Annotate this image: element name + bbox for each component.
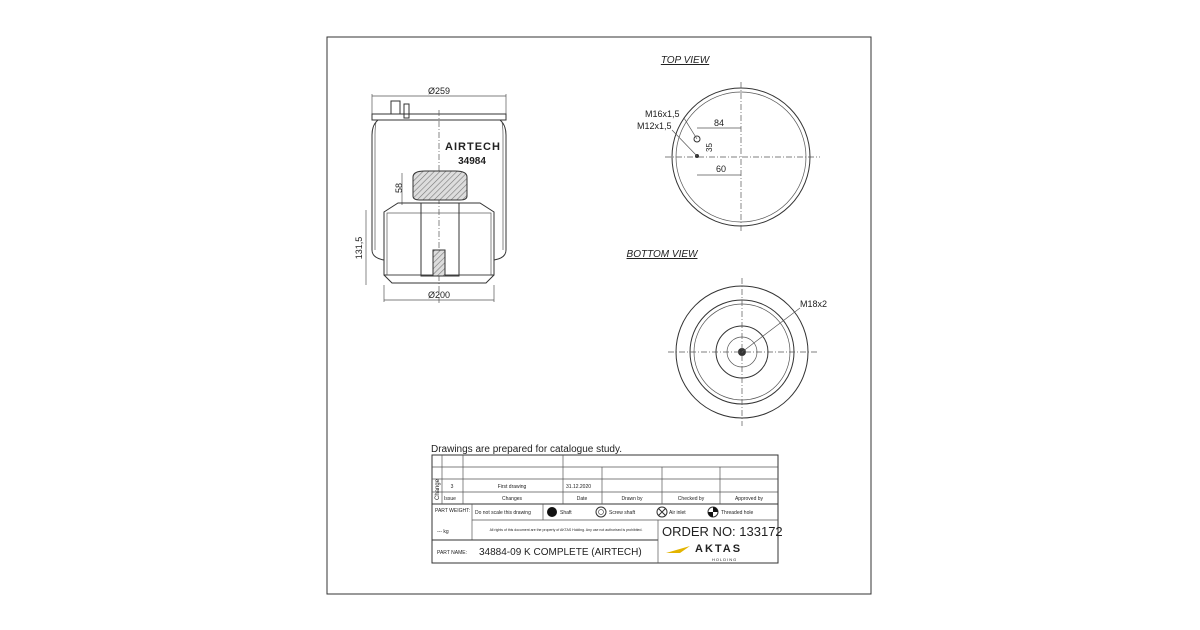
header-issue: Issue <box>444 496 456 502</box>
threaded-hole-icon <box>707 506 719 518</box>
thread-m16: M16x1,5 <box>645 109 680 119</box>
air-inlet-icon <box>656 506 668 518</box>
drawing-frame <box>326 36 872 595</box>
legend-screw-shaft: Screw shaft <box>609 510 636 516</box>
bottom-view: BOTTOM VIEW M18x2 <box>627 249 827 426</box>
side-view: Ø259 AIRTECH 34984 58 131,5 Ø200 <box>354 86 507 305</box>
bottom-view-title: BOTTOM VIEW <box>627 249 699 260</box>
dim-height: 131,5 <box>354 237 364 260</box>
title-block: Drawings are prepared for catalogue stud… <box>431 444 783 564</box>
model-text: 34984 <box>458 156 486 167</box>
top-view: TOP VIEW M16x1,5 M12x1,5 84 35 60 <box>637 55 820 232</box>
header-date: Date <box>577 496 588 502</box>
dim-bottom-diameter: Ø200 <box>428 290 450 300</box>
part-weight-label: PART WEIGHT: <box>435 508 470 514</box>
header-drawn-by: Drawn by <box>621 496 643 502</box>
order-number: ORDER NO: 133172 <box>662 524 783 539</box>
header-approved-by: Approved by <box>735 496 764 502</box>
thread-m12: M12x1,5 <box>637 121 672 131</box>
screw-shaft-icon <box>595 506 607 518</box>
change-value: First drawing <box>498 484 527 490</box>
legal-note: All rights of this document are the prop… <box>490 528 643 532</box>
header-changes: Changes <box>502 496 523 502</box>
shaft-icon <box>547 507 557 517</box>
part-name: 34884-09 K COMPLETE (AIRTECH) <box>479 547 642 558</box>
brand-text: AIRTECH <box>445 141 501 153</box>
scale-note: Do not scale this drawing <box>475 510 531 516</box>
legend-shaft: Shaft <box>560 510 572 516</box>
aktas-logo: AKTAS HOLDING <box>666 543 742 562</box>
dim-60: 60 <box>716 164 726 174</box>
header-checked-by: Checked by <box>678 496 705 502</box>
dim-35: 35 <box>705 143 714 152</box>
svg-text:HOLDING: HOLDING <box>712 557 737 562</box>
part-name-label: PART NAME: <box>437 550 467 556</box>
catalogue-note: Drawings are prepared for catalogue stud… <box>431 444 622 455</box>
issue-value: 3 <box>451 484 454 490</box>
thread-m18: M18x2 <box>800 299 827 309</box>
dim-84: 84 <box>714 118 724 128</box>
change-label: Change <box>435 478 441 500</box>
legend-air-inlet: Air inlet <box>669 510 686 516</box>
date-value: 31.12.2020 <box>566 484 591 490</box>
dim-top-diameter: Ø259 <box>428 86 450 96</box>
dim-piston-height: 58 <box>394 183 404 193</box>
top-view-title: TOP VIEW <box>661 55 711 66</box>
weight-value: --- kg <box>437 529 449 535</box>
legend-threaded-hole: Threaded hole <box>721 510 753 516</box>
svg-text:AKTAS: AKTAS <box>695 543 742 555</box>
